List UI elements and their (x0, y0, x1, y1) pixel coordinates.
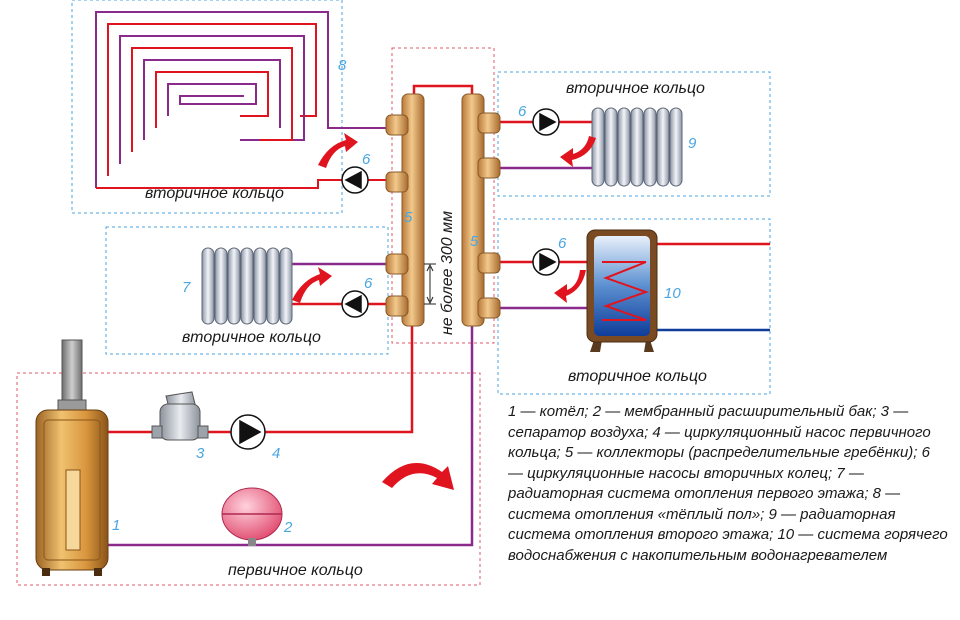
flow-arrows (292, 133, 596, 490)
pump-water-heater (532, 248, 560, 276)
water-heater (586, 229, 658, 352)
num-pump-water-heater: 6 (558, 235, 567, 252)
dimension-bracket (424, 263, 436, 305)
frame-radiator-1 (105, 226, 389, 355)
num-radiator-second-floor: 9 (688, 135, 697, 152)
num-pump-underfloor: 6 (362, 151, 371, 168)
label-secondary-ring-underfloor: вторичное кольцо (145, 185, 284, 202)
pumps (230, 108, 560, 450)
num-pump-radiator-2: 6 (518, 103, 527, 120)
label-secondary-ring-water-heater: вторичное кольцо (568, 368, 707, 385)
num-radiator-first-floor: 7 (182, 279, 191, 296)
num-primary-pump: 4 (272, 445, 280, 462)
num-underfloor: 8 (338, 57, 347, 74)
pump-underfloor (341, 166, 369, 194)
collector-left (385, 93, 425, 327)
frame-collector-zone (391, 47, 495, 344)
num-boiler: 1 (112, 517, 120, 534)
radiator-first-floor (201, 247, 293, 325)
num-water-heater: 10 (664, 285, 681, 302)
label-primary-ring: первичное кольцо (228, 562, 363, 579)
frame-primary (16, 372, 481, 586)
pump-radiator-2 (532, 108, 560, 136)
frame-underfloor (71, 0, 343, 214)
radiator-second-floor (591, 107, 683, 187)
boiler (35, 339, 109, 576)
collector-right (461, 93, 501, 327)
num-collector-left: 5 (404, 209, 413, 226)
num-air-separator: 3 (196, 445, 205, 462)
air-separator (151, 391, 209, 441)
num-pump-radiator-1: 6 (364, 275, 373, 292)
num-collector-right: 5 (470, 233, 479, 250)
primary-pump (230, 414, 266, 450)
pump-radiator-1 (341, 290, 369, 318)
label-secondary-ring-radiator-1: вторичное кольцо (182, 329, 321, 346)
label-max-distance: не более 300 мм (439, 211, 456, 335)
label-secondary-ring-radiator-2: вторичное кольцо (566, 80, 705, 97)
num-expansion-tank: 2 (283, 519, 293, 536)
legend-text: 1 — котёл; 2 — мембранный расширительный… (508, 403, 948, 564)
underfloor-coil (95, 11, 392, 189)
expansion-tank (221, 487, 283, 546)
